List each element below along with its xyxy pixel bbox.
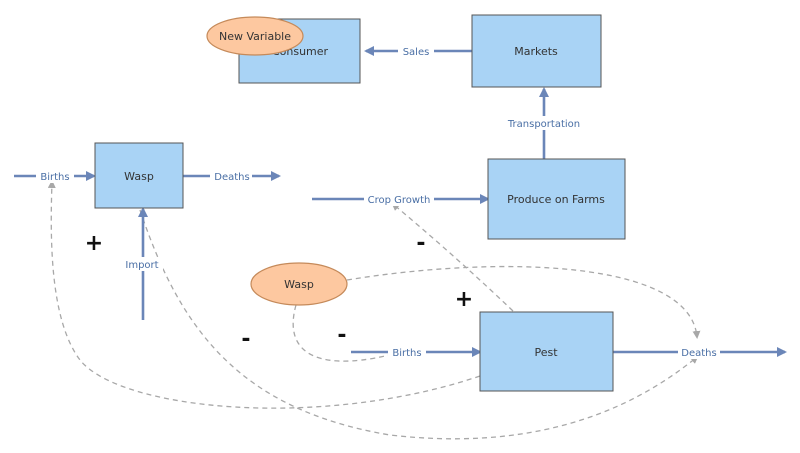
- link-pest-to-crop-growth[interactable]: [391, 202, 514, 312]
- stock-markets-label: Markets: [514, 45, 558, 58]
- stock-wasp-label: Wasp: [124, 170, 154, 183]
- stock-produce-on-farms[interactable]: Produce on Farms: [487, 158, 626, 240]
- link-wasp-to-pest-deaths[interactable]: [139, 209, 699, 440]
- stock-markets[interactable]: Markets: [471, 14, 602, 88]
- sign-plus-wasp: +: [85, 231, 103, 256]
- link-wasp-var-to-pest-deaths[interactable]: [346, 265, 701, 339]
- variable-wasp[interactable]: Wasp: [250, 262, 348, 306]
- variable-new-variable-label: New Variable: [219, 30, 291, 43]
- flow-pest-births-label[interactable]: Births: [392, 348, 421, 359]
- stock-produce-label: Produce on Farms: [507, 193, 605, 206]
- sign-minus-left: -: [241, 327, 250, 352]
- flow-crop-growth-label[interactable]: Crop Growth: [368, 195, 431, 206]
- stock-wasp[interactable]: Wasp: [94, 142, 184, 209]
- sign-plus-pest: +: [455, 287, 473, 312]
- sign-minus-mid: -: [337, 323, 346, 348]
- flow-wasp-births-label[interactable]: Births: [40, 172, 69, 183]
- variable-wasp-label: Wasp: [284, 278, 314, 291]
- stock-pest-label: Pest: [534, 346, 558, 359]
- variable-new-variable[interactable]: New Variable: [206, 16, 304, 56]
- flow-sales-label[interactable]: Sales: [403, 47, 430, 58]
- flow-transportation-label[interactable]: Transportation: [507, 119, 580, 130]
- stock-pest[interactable]: Pest: [479, 311, 614, 392]
- sign-minus-crop: -: [416, 231, 425, 256]
- flow-pest-deaths-label[interactable]: Deaths: [681, 348, 716, 359]
- flow-import-label[interactable]: Import: [125, 260, 158, 271]
- flow-wasp-deaths-label[interactable]: Deaths: [214, 172, 249, 183]
